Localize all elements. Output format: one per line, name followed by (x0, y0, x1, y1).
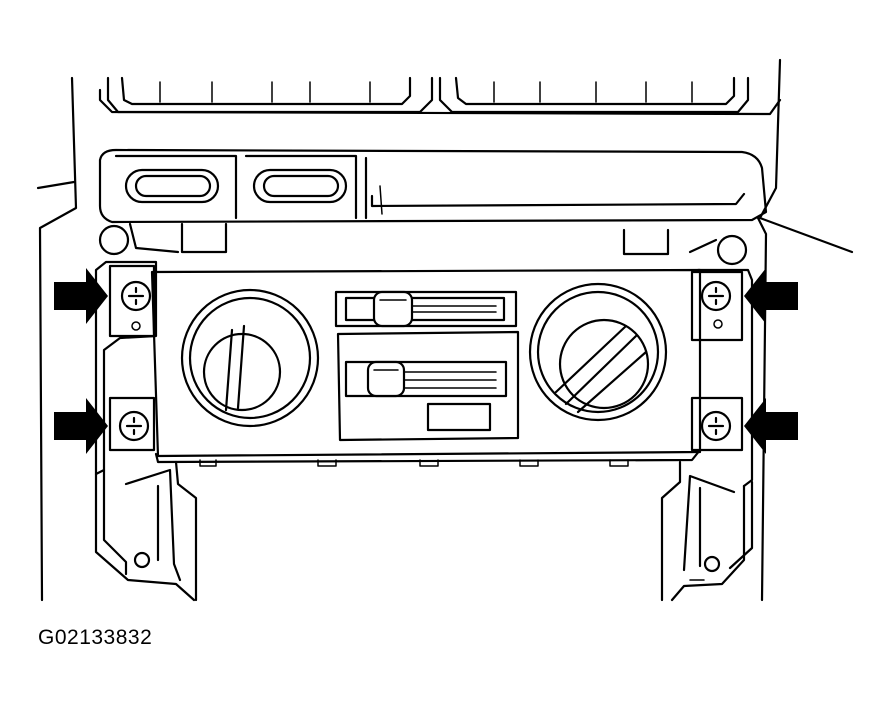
bumper-left (98, 224, 130, 256)
bumper-right (716, 234, 748, 266)
lower-console (94, 460, 754, 602)
left-knob (180, 288, 320, 428)
mounting-tabs (98, 222, 748, 266)
side-bracket-right (690, 268, 754, 488)
slider-knob (372, 290, 414, 328)
right-knob (528, 282, 668, 422)
upper-slider (334, 290, 518, 328)
heater-control-panel (150, 268, 702, 467)
arrow-right-icon (54, 398, 108, 454)
arrow-right-icon (54, 268, 108, 324)
arrow-left-icon (744, 268, 798, 324)
arrow-left-icon (744, 398, 798, 454)
dashboard-frame (36, 58, 854, 602)
figure-id: G02133832 (38, 626, 153, 649)
side-bracket-left (94, 260, 158, 476)
lower-slider (336, 330, 520, 442)
retaining-screws (118, 280, 732, 442)
screw-icon (700, 280, 732, 312)
slider-knob (366, 360, 406, 398)
pointer-arrows (54, 268, 798, 454)
screw-icon (120, 280, 152, 312)
upper-air-vents (106, 76, 750, 114)
switch-bank (98, 148, 768, 224)
screw-icon (118, 410, 150, 442)
screw-icon (700, 410, 732, 442)
